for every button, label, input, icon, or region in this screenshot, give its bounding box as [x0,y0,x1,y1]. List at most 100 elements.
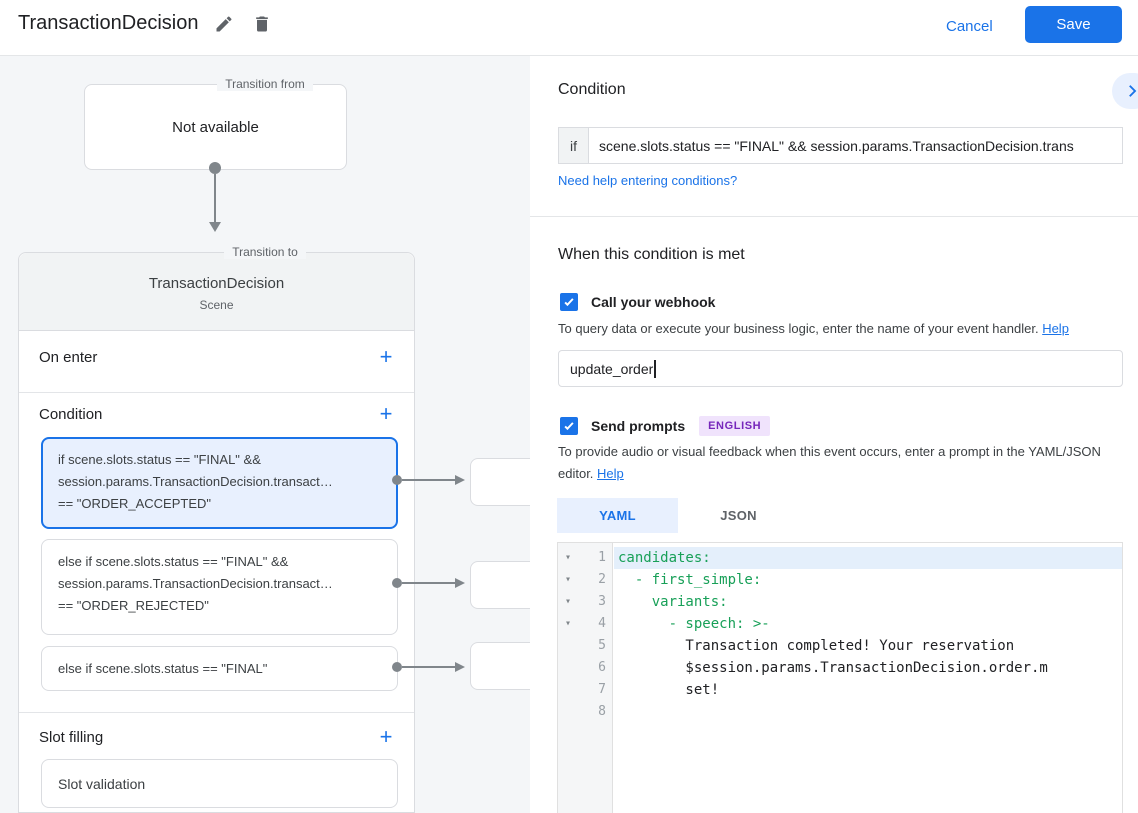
line-number: 6 [598,660,606,675]
transition-to-label: Transition to [0,245,530,259]
connector-line [214,174,216,222]
line-number: 8 [598,704,606,719]
save-button[interactable]: Save [1025,6,1122,43]
when-condition-met-title: When this condition is met [558,246,745,263]
condition-text: == "ORDER_ACCEPTED" [58,496,211,511]
editor-gutter [558,543,613,813]
code-line: ▾ 2 - first_simple: [558,569,1122,591]
webhook-help-link[interactable]: Help [1042,321,1069,336]
fold-arrow-icon[interactable]: ▾ [564,552,572,563]
connector-line [402,479,455,481]
add-condition-button[interactable]: + [379,401,393,426]
editor-tabs: YAML JSON [557,498,799,533]
section-divider [19,392,414,393]
code-line: 6 $session.params.TransactionDecision.or… [558,657,1122,679]
add-slot-button[interactable]: + [379,724,393,749]
condition-text: session.params.TransactionDecision.trans… [58,576,333,591]
code-line: ▾ 4 - speech: >- [558,613,1122,635]
webhook-description: To query data or execute your business l… [558,321,1069,336]
condition-item-rejected[interactable]: else if scene.slots.status == "FINAL" &&… [41,539,398,635]
code-line: ▾ 3 variants: [558,591,1122,613]
code-text: variants: [618,594,728,610]
code-line: 5 Transaction completed! Your reservatio… [558,635,1122,657]
code-line: ▾ 1 candidates: [558,547,1122,569]
event-handler-value: update_order [570,360,654,377]
transition-from-box: Not available [84,84,347,170]
yaml-editor[interactable]: ▾ 1 candidates: ▾ 2 - first_simple: ▾ 3 … [557,542,1123,813]
scene-title: TransactionDecision [148,275,285,292]
transition-target-box[interactable] [470,458,540,506]
transition-from-content: Not available [172,118,259,136]
condition-text: else if scene.slots.status == "FINAL" && [58,554,289,569]
slot-validation-item[interactable]: Slot validation [41,759,398,808]
condition-text: else if scene.slots.status == "FINAL" [58,661,268,676]
condition-item-final[interactable]: else if scene.slots.status == "FINAL" [41,646,398,691]
page-title: TransactionDecision [18,12,199,34]
condition-detail-panel: Condition if scene.slots.status == "FINA… [530,56,1138,813]
event-handler-input[interactable]: update_order [558,350,1123,387]
active-line-highlight [614,547,1122,569]
condition-item-accepted[interactable]: if scene.slots.status == "FINAL" && sess… [41,437,398,529]
scene-card: TransactionDecision Scene On enter + Con… [18,252,415,813]
send-prompts-checkbox[interactable] [560,417,578,435]
fold-arrow-icon[interactable]: ▾ [564,618,572,629]
line-number: 5 [598,638,606,653]
tab-json[interactable]: JSON [720,508,757,523]
code-line: 8 [558,701,1122,723]
line-number: 4 [598,616,606,631]
connector-dot[interactable] [392,475,402,485]
code-text: - speech: >- [618,616,770,632]
on-enter-label: On enter [39,349,98,366]
call-webhook-checkbox[interactable] [560,293,578,311]
panel-divider [530,216,1138,217]
conditions-help-link[interactable]: Need help entering conditions? [558,173,738,188]
code-text: candidates: [618,550,711,566]
prompts-help-link[interactable]: Help [597,466,624,481]
section-divider [19,712,414,713]
check-icon [564,422,574,431]
condition-expression-row: if scene.slots.status == "FINAL" && sess… [558,127,1123,164]
scene-card-header[interactable]: TransactionDecision Scene [19,253,414,331]
line-number: 3 [598,594,606,609]
connector-dot[interactable] [392,578,402,588]
check-icon [564,298,574,307]
cancel-button[interactable]: Cancel [946,18,993,35]
line-number: 1 [598,550,606,565]
transition-target-box[interactable] [470,561,540,609]
connector-arrowhead-icon [455,475,465,485]
connector-arrowhead-icon [455,662,465,672]
connector-line [402,666,455,668]
language-badge: ENGLISH [699,416,771,436]
top-bar: TransactionDecision Cancel Save [0,0,1138,56]
slot-filling-label: Slot filling [39,729,104,746]
if-prefix-label: if [558,127,589,164]
transition-target-box[interactable] [470,642,540,690]
add-on-enter-button[interactable]: + [379,344,393,369]
delete-scene-button[interactable] [252,14,274,36]
text-cursor [654,359,656,378]
edit-title-button[interactable] [214,14,236,36]
flow-canvas: Transition from Not available Transition… [0,56,540,813]
connector-line [402,582,455,584]
send-prompts-label: Send prompts [591,418,686,434]
code-text: set! [618,682,720,698]
code-text: $session.params.TransactionDecision.orde… [618,660,1048,676]
collapse-panel-button[interactable] [1112,73,1138,109]
code-line: 7 set! [558,679,1122,701]
trash-icon [256,16,268,32]
tab-yaml[interactable]: YAML [557,498,678,533]
connector-arrowhead-icon [455,578,465,588]
prompts-description: To provide audio or visual feedback when… [558,444,1101,481]
scene-subtitle: Scene [199,298,234,312]
send-prompts-row: Send prompts ENGLISH [560,416,771,436]
condition-text: session.params.TransactionDecision.trans… [58,474,333,489]
fold-arrow-icon[interactable]: ▾ [564,596,572,607]
transition-from-label: Transition from [0,77,530,91]
pencil-icon [216,16,232,32]
condition-expression-input[interactable]: scene.slots.status == "FINAL" && session… [589,127,1123,164]
fold-arrow-icon[interactable]: ▾ [564,574,572,585]
code-text: - first_simple: [618,572,762,588]
connector-arrowhead-icon [209,222,221,232]
connector-dot[interactable] [392,662,402,672]
